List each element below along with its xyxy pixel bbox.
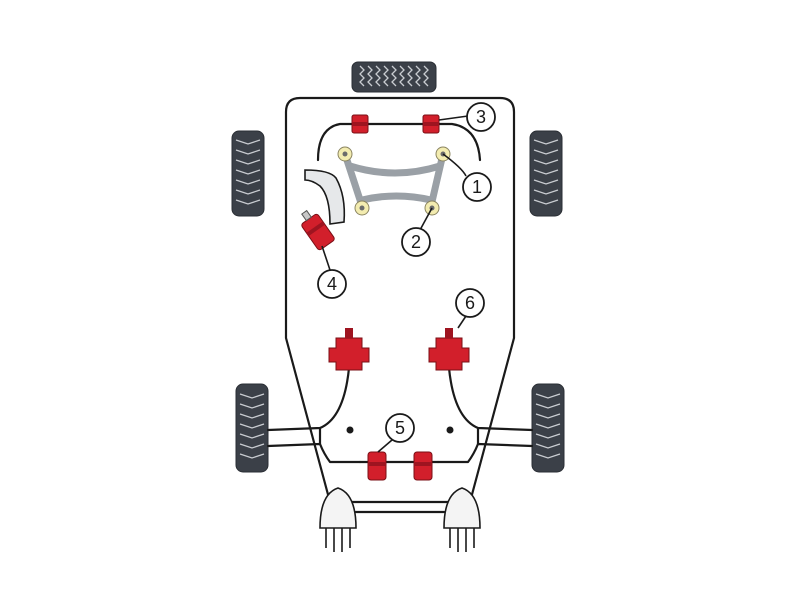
subframe-mount-rear-left-icon bbox=[354, 200, 370, 216]
anti-roll-bar-bush-right-icon bbox=[422, 114, 440, 134]
rear-left-wheel-icon bbox=[235, 383, 269, 473]
rear-right-light-icon bbox=[443, 487, 481, 552]
rear-tie-bar-bush-right-icon bbox=[413, 451, 433, 481]
callout-4: 4 bbox=[317, 245, 347, 299]
rear-right-wheel-icon bbox=[531, 383, 565, 473]
callout-2: 2 bbox=[401, 207, 433, 257]
engine-mount-bush-icon bbox=[301, 209, 335, 251]
engine-mount-bracket bbox=[304, 169, 346, 225]
callout-5: 5 bbox=[377, 413, 415, 453]
callout-6: 6 bbox=[455, 288, 485, 329]
front-anti-roll-bar bbox=[316, 122, 482, 162]
rear-left-light-icon bbox=[319, 487, 357, 552]
callout-1-label: 1 bbox=[472, 177, 482, 197]
spare-wheel-icon bbox=[351, 61, 437, 93]
rear-right-pivot bbox=[446, 426, 454, 434]
callout-3: 3 bbox=[438, 102, 496, 132]
front-left-wheel-icon bbox=[231, 130, 265, 217]
callout-2-label: 2 bbox=[411, 232, 421, 252]
callout-3-label: 3 bbox=[476, 107, 486, 127]
rear-subframe-mount-left-icon bbox=[328, 328, 370, 371]
rear-tie-bar-bush-left-icon bbox=[367, 451, 387, 481]
anti-roll-bar-bush-left-icon bbox=[351, 114, 369, 134]
rear-subframe-mount-right-icon bbox=[428, 328, 470, 371]
callout-6-label: 6 bbox=[465, 293, 475, 313]
subframe-mount-front-left-icon bbox=[337, 146, 353, 162]
rear-left-pivot bbox=[346, 426, 354, 434]
rear-left-trailing-arm bbox=[266, 366, 362, 464]
callout-1: 1 bbox=[442, 153, 492, 202]
front-right-wheel-icon bbox=[529, 130, 563, 217]
rear-axle-beam bbox=[318, 426, 480, 446]
callout-4-label: 4 bbox=[327, 274, 337, 294]
callout-5-label: 5 bbox=[395, 418, 405, 438]
front-subframe bbox=[341, 150, 447, 210]
